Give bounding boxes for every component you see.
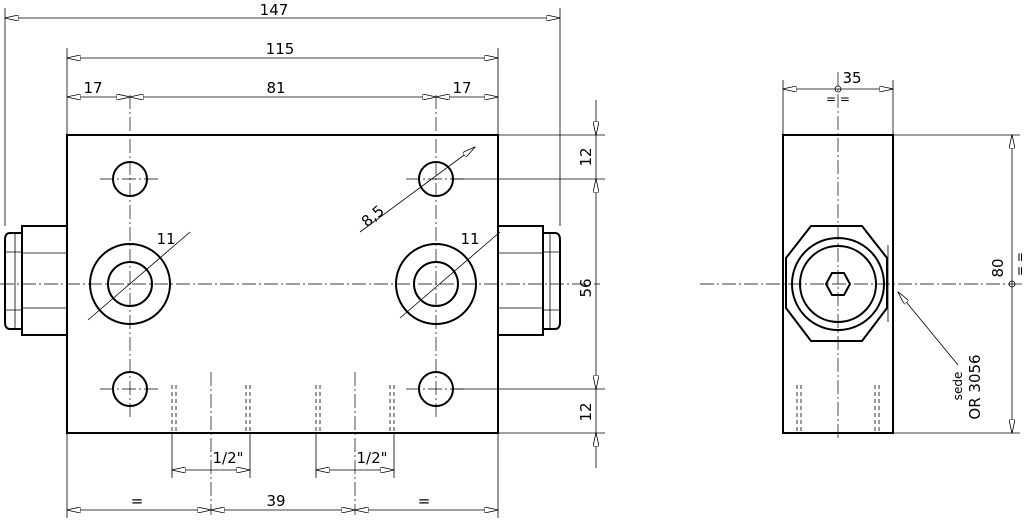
- dim-port-spacing: 39: [266, 492, 285, 510]
- right-fitting: [498, 225, 561, 336]
- dim-port-diameter-left: 11: [156, 230, 175, 248]
- dim-side-height: 80: [989, 258, 1007, 277]
- dim-bottom-edge: 12: [577, 402, 595, 421]
- dim-port-diameter-right: 11: [460, 230, 479, 248]
- dim-hole-pitch: 81: [266, 79, 285, 97]
- seat-oring-label: OR 3056: [966, 354, 984, 419]
- dim-top-edge: 12: [577, 147, 595, 166]
- seat-label: sede: [951, 372, 965, 401]
- front-dimension-texts: 147 115 17 81 17 8,5 11 11 12 56 12 1/2"…: [83, 1, 595, 510]
- front-dimension-lines: [5, 18, 596, 510]
- dim-side-symmetry-v: = =: [1013, 252, 1024, 276]
- dim-edge-right: 17: [452, 79, 471, 97]
- dim-port-thread-left: 1/2": [212, 449, 243, 467]
- front-center-lines: [0, 95, 600, 515]
- dim-edge-left: 17: [83, 79, 102, 97]
- side-view: 35 = = 80 = = sede OR 3056: [700, 69, 1024, 440]
- dim-hole-diameter: 8,5: [358, 202, 388, 231]
- dim-body-length: 115: [266, 40, 295, 58]
- dim-side-width: 35: [842, 69, 861, 87]
- left-fitting: [4, 225, 67, 336]
- dim-equal-right: =: [418, 492, 431, 510]
- dim-overall-length: 147: [260, 1, 289, 19]
- dim-equal-left: =: [131, 492, 144, 510]
- dim-hole-vertical-pitch: 56: [577, 278, 595, 297]
- front-view: 147 115 17 81 17 8,5 11 11 12 56 12 1/2"…: [0, 1, 605, 518]
- hidden-port-lines: [171, 385, 395, 432]
- dim-side-symmetry-h: = =: [826, 92, 850, 106]
- hex-plug: [785, 225, 888, 342]
- dim-port-thread-right: 1/2": [356, 449, 387, 467]
